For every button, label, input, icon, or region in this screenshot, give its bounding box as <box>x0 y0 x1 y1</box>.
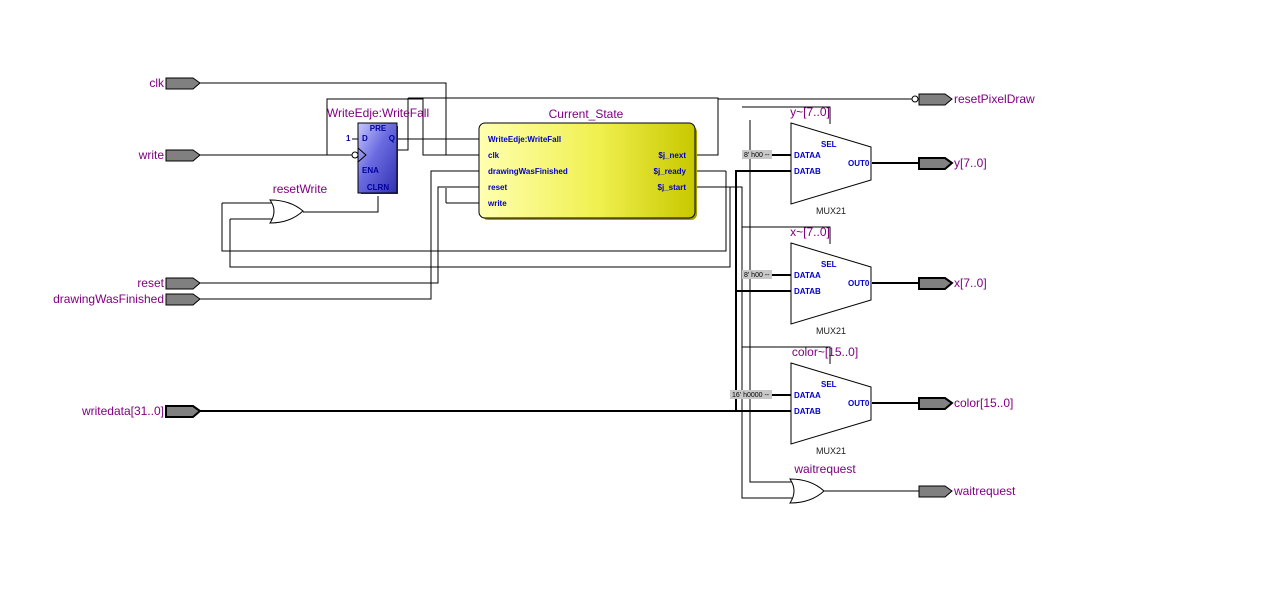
wire-write <box>200 98 480 156</box>
output-port-x[interactable]: x[7..0] <box>918 276 987 290</box>
input-label-writedata: writedata[31..0] <box>81 404 164 418</box>
wire-reset <box>200 186 480 284</box>
mux-color-const: 16' h0000 -- <box>732 392 770 399</box>
mux-y-const-box <box>742 150 772 159</box>
output-label-color: color[15..0] <box>954 396 1013 410</box>
mux-x-name: x~[7..0] <box>790 225 830 239</box>
state-machine-body <box>478 122 696 219</box>
ff-pin-d: D <box>362 134 368 143</box>
output-ports: resetPixelDraw y[7..0] x[7..0] color[15.… <box>911 92 1035 498</box>
input-label-drawing-was-finished: drawingWasFinished <box>53 292 164 306</box>
mux-color-const-box <box>730 390 772 399</box>
gate-resetwrite-label: resetWrite <box>273 182 328 196</box>
buses <box>200 154 920 412</box>
input-port-write[interactable]: write <box>138 148 201 162</box>
input-label-reset: reset <box>137 276 164 290</box>
mux-color-name: color~[15..0] <box>792 345 858 359</box>
mux-y-body <box>790 122 872 205</box>
input-label-clk: clk <box>149 76 165 90</box>
mux-color-dataa: DATAA <box>794 391 821 400</box>
input-port-clk[interactable]: clk <box>149 76 201 90</box>
mux-x-body <box>790 242 872 325</box>
wire-resetwrite-out <box>303 196 379 213</box>
sm-output-0: $j_next <box>658 151 686 160</box>
or-gate-icon <box>789 478 825 504</box>
wire-sel-color <box>742 346 831 364</box>
gate-waitrequest-label: waitrequest <box>793 462 856 476</box>
output-port-waitrequest[interactable]: waitrequest <box>918 484 1016 498</box>
sm-input-3: reset <box>488 183 507 192</box>
output-label-x: x[7..0] <box>954 276 987 290</box>
mux-x-const: 8' h00 -- <box>744 272 770 279</box>
wire-sel-x <box>742 226 831 244</box>
input-port-reset[interactable]: reset <box>137 276 201 290</box>
input-port-writedata[interactable]: writedata[31..0] <box>81 404 202 418</box>
input-ports: clk write reset drawingWasFinished write… <box>53 76 202 418</box>
mux-color[interactable]: color~[15..0] 16' h0000 -- SEL DATAA DAT… <box>730 345 872 456</box>
mux-y-dataa: DATAA <box>794 151 821 160</box>
mux-x-datab: DATAB <box>794 287 821 296</box>
mux-x-out: OUT0 <box>848 279 870 288</box>
flipflop-name: WriteEdje:WriteFall <box>327 106 429 120</box>
wire-sel-y <box>742 106 831 124</box>
wire-start <box>696 186 792 499</box>
mux-y[interactable]: y~[7..0] 8' h00 -- SEL DATAA DATAB OUT0 … <box>742 105 872 216</box>
mux-x-dataa: DATAA <box>794 271 821 280</box>
mux-y-out: OUT0 <box>848 159 870 168</box>
ff-pin-one: 1 <box>346 134 351 143</box>
wires <box>200 82 920 499</box>
wire-write-sm <box>445 188 480 204</box>
sm-output-1: $j_ready <box>654 167 687 176</box>
mux-y-type: MUX21 <box>816 206 846 216</box>
state-machine-name: Current_State <box>549 107 624 121</box>
wire-drawing <box>200 170 480 300</box>
output-label-waitrequest: waitrequest <box>953 484 1016 498</box>
flipflop-writefall[interactable]: WriteEdje:WriteFall PRE D Q ENA CLRN 1 <box>327 106 429 194</box>
mux-y-name: y~[7..0] <box>790 105 830 119</box>
mux-color-body <box>790 362 872 445</box>
wire-resetwrite-in1 <box>221 171 727 252</box>
mux-color-out: OUT0 <box>848 399 870 408</box>
mux-y-sel: SEL <box>821 140 837 149</box>
output-port-color[interactable]: color[15..0] <box>918 396 1013 410</box>
invert-bubble-icon <box>911 95 919 103</box>
input-label-write: write <box>138 148 165 162</box>
state-machine-current-state[interactable]: Current_State WriteEdje:WriteFall clk dr… <box>478 107 697 220</box>
or-gate-icon <box>269 199 304 224</box>
gate-resetwrite[interactable]: resetWrite <box>269 182 328 224</box>
sm-input-0: WriteEdje:WriteFall <box>488 135 561 144</box>
mux-x[interactable]: x~[7..0] 8' h00 -- SEL DATAA DATAB OUT0 … <box>742 225 872 336</box>
mux-x-sel: SEL <box>821 260 837 269</box>
mux-x-const-box <box>742 270 772 279</box>
output-port-reset-pixel-draw[interactable]: resetPixelDraw <box>911 92 1035 106</box>
ff-pin-clrn: CLRN <box>367 183 389 192</box>
wire-resetwrite-in2 <box>229 187 731 268</box>
wire-next <box>696 98 912 156</box>
mux-y-const: 8' h00 -- <box>744 152 770 159</box>
flipflop-body <box>357 122 398 194</box>
ff-pin-pre: PRE <box>370 124 387 133</box>
mux-y-datab: DATAB <box>794 167 821 176</box>
mux-color-type: MUX21 <box>816 446 846 456</box>
input-port-drawing-was-finished[interactable]: drawingWasFinished <box>53 292 201 306</box>
bus-data-y <box>735 170 792 411</box>
sm-input-2: drawingWasFinished <box>488 167 568 176</box>
ff-pin-ena: ENA <box>362 166 379 175</box>
wire-wait-in <box>749 120 792 483</box>
sm-input-1: clk <box>488 151 500 160</box>
clock-invert-bubble-icon <box>351 151 359 159</box>
mux-color-datab: DATAB <box>794 407 821 416</box>
mux-color-sel: SEL <box>821 380 837 389</box>
gate-waitrequest[interactable]: waitrequest <box>789 462 856 504</box>
output-label-reset-pixel-draw: resetPixelDraw <box>954 92 1035 106</box>
output-label-y: y[7..0] <box>954 156 987 170</box>
sm-output-2: $j_start <box>658 183 687 192</box>
mux-x-type: MUX21 <box>816 326 846 336</box>
output-port-y[interactable]: y[7..0] <box>918 156 987 170</box>
clock-triangle-icon <box>357 147 367 163</box>
ff-pin-q: Q <box>389 134 395 143</box>
sm-input-4: write <box>487 199 507 208</box>
